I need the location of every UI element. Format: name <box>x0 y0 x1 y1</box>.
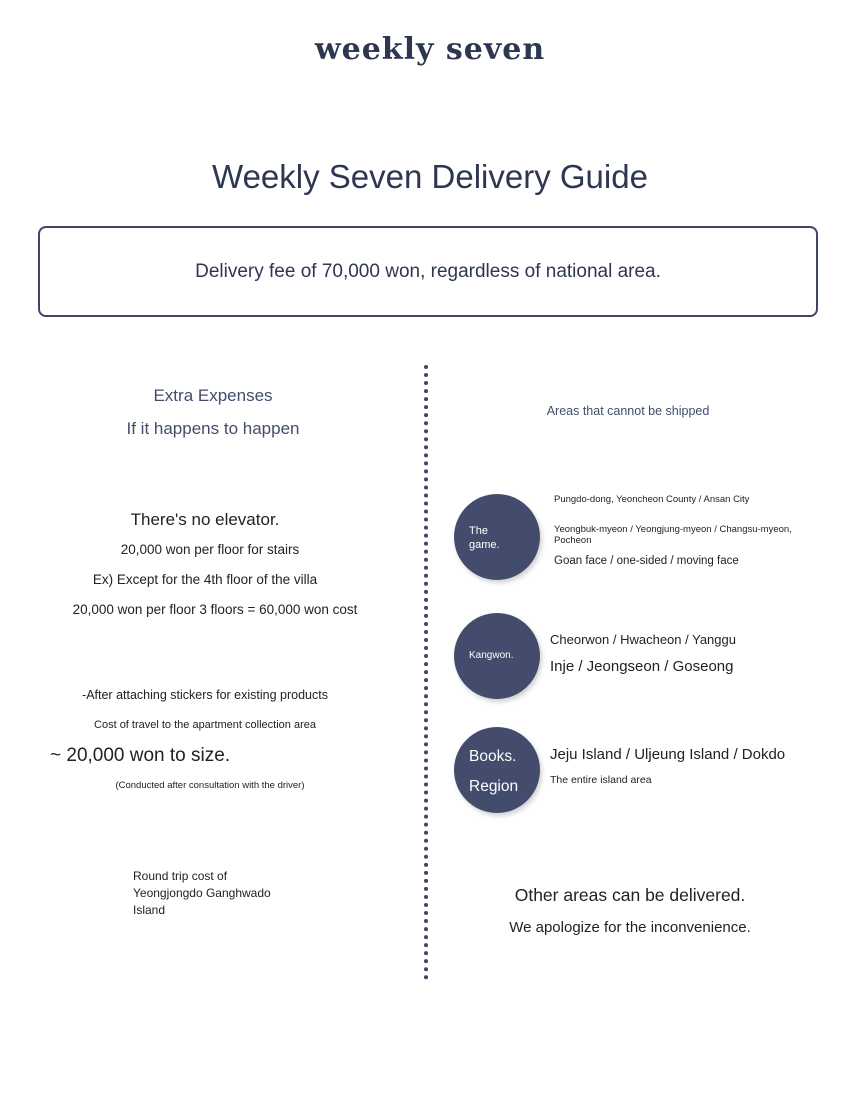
elevator-line: 20,000 won per floor 3 floors = 60,000 w… <box>72 602 358 617</box>
region-badge-circle <box>454 494 540 580</box>
elevator-line: Ex) Except for the 4th floor of the vill… <box>92 572 318 587</box>
apology-text: We apologize for the inconvenience. <box>509 919 751 936</box>
extra-expenses-heading: Extra Expenses <box>153 386 273 405</box>
extra-expenses-subheading: If it happens to happen <box>126 419 300 438</box>
sticker-note: (Conducted after consultation with the d… <box>115 780 305 791</box>
island-cost-text: Round trip cost of Yeongjongdo Ganghwado… <box>133 868 303 919</box>
region-line: The entire island area <box>550 774 652 786</box>
sticker-amount: ~ 20,000 won to size. <box>50 745 231 766</box>
region-badge-label: Kangwon. <box>469 650 514 661</box>
region-badge-circle <box>454 613 540 699</box>
delivery-fee-box: Delivery fee of 70,000 won, regardless o… <box>38 226 818 317</box>
other-areas-text: Other areas can be delivered. <box>514 885 746 905</box>
region-line: Jeju Island / Uljeung Island / Dokdo <box>550 746 786 763</box>
region-badge-circle <box>454 727 540 813</box>
page-title: Weekly Seven Delivery Guide <box>212 158 648 195</box>
region-line: Goan face / one-sided / moving face <box>554 555 739 567</box>
region-line: Yeongbuk-myeon / Yeongjung-myeon / Chang… <box>554 524 792 546</box>
region-badge-label: Books. <box>469 748 517 765</box>
region-line: Inje / Jeongseon / Goseong <box>550 658 734 675</box>
badge-text: game. <box>469 539 500 551</box>
unshippable-heading: Areas that cannot be shipped <box>546 404 710 418</box>
elevator-line: 20,000 won per floor for stairs <box>120 542 300 557</box>
sticker-line: -After attaching stickers for existing p… <box>82 688 328 702</box>
sticker-line: Cost of travel to the apartment collecti… <box>94 719 316 731</box>
island-cost-line: Island <box>133 903 166 917</box>
island-cost-line: Yeongjongdo Ganghwado <box>133 886 271 900</box>
brand-logo: weekly seven <box>314 32 546 67</box>
column-divider <box>424 365 428 980</box>
badge-text: The <box>469 525 488 537</box>
island-cost-line: Round trip cost of <box>133 869 228 883</box>
region-line: Cheorwon / Hwacheon / Yanggu <box>550 632 736 647</box>
elevator-title: There's no elevator. <box>130 510 280 529</box>
delivery-fee-text: Delivery fee of 70,000 won, regardless o… <box>195 260 661 282</box>
region-badge-label: Region <box>469 778 519 795</box>
region-line: Pungdo-dong, Yeoncheon County / Ansan Ci… <box>554 494 750 505</box>
region-badge-label: The game. <box>469 524 529 552</box>
